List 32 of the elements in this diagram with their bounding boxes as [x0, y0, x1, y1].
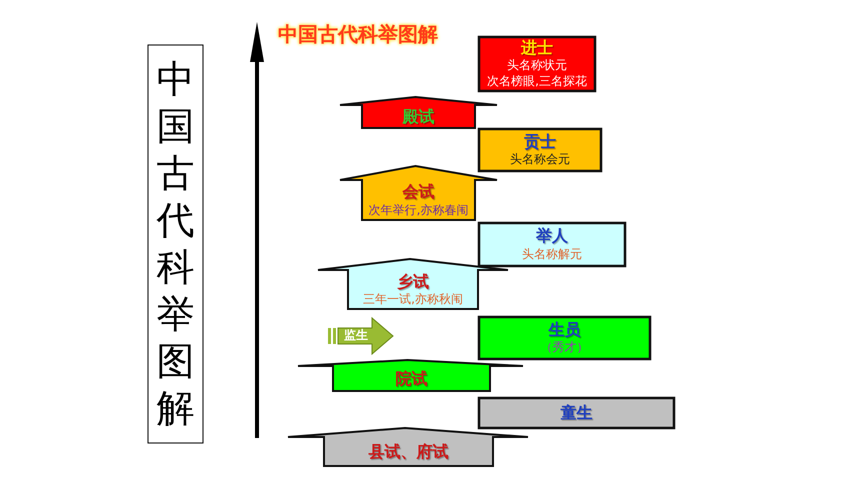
rank-note: 三年一试,亦称秋闱 [363, 293, 463, 308]
rank-note: （秀才） [540, 341, 588, 356]
up-arrow-shape [318, 259, 508, 310]
rank-heading: 院试 [396, 370, 428, 388]
rank-box [478, 397, 675, 429]
rank-box [478, 36, 596, 92]
arrow-label: 监生 [344, 329, 368, 343]
title: 中国古代科举图解 [278, 21, 438, 48]
rank-heading: 贡士 [524, 132, 556, 152]
rank-heading: 乡试 [397, 272, 429, 292]
up-arrow-shape [288, 428, 528, 467]
rank-heading: 进士 [521, 39, 553, 58]
rank-heading: 会试 [402, 183, 434, 202]
rank-heading: 童生 [560, 404, 592, 422]
rank-note: 次名榜眼,三名探花 [487, 75, 587, 89]
rank-note: 头名称会元 [510, 153, 570, 168]
right-arrow-shape [328, 318, 394, 354]
vertical-title: 中国古代科举图解 [156, 56, 194, 432]
title-box [147, 44, 204, 444]
rank-note: 头名称状元 [507, 59, 567, 74]
rank-heading: 生员 [548, 320, 580, 340]
rank-box [478, 316, 651, 360]
rank-heading: 举人 [536, 227, 568, 246]
rank-box [478, 128, 602, 172]
up-arrow-shape [340, 97, 497, 129]
rank-heading: 殿试 [402, 108, 434, 126]
rank-note: 头名称解元 [522, 248, 582, 262]
up-arrow-shape [340, 166, 497, 221]
rank-heading: 县试、府试 [368, 442, 448, 462]
up-arrow-shape [298, 360, 523, 392]
rank-note: 次年举行,亦称春闱 [368, 204, 468, 218]
rank-box [478, 222, 626, 267]
